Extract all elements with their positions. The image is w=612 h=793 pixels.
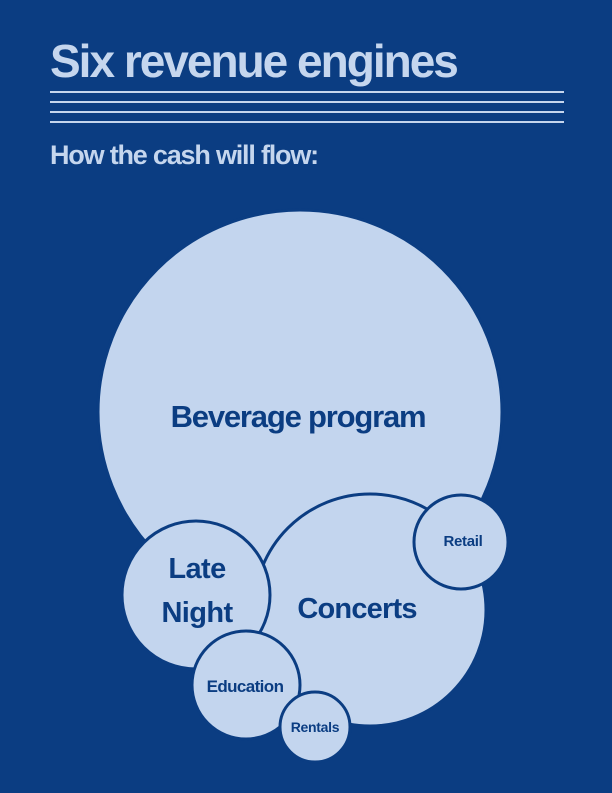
title-rule	[50, 91, 564, 93]
label-education: Education	[207, 677, 284, 696]
bubble-education	[190, 629, 302, 741]
page-title: Six revenue engines	[50, 35, 459, 87]
title-rule	[50, 121, 564, 123]
label-retail: Retail	[443, 533, 482, 550]
page-subtitle: How the cash will flow:	[50, 140, 319, 170]
title-rule	[50, 101, 564, 103]
label-beverage-program: Beverage program	[171, 399, 426, 434]
bubble-retail	[412, 493, 510, 591]
bubble-rentals	[278, 690, 352, 764]
label-night: Night	[161, 597, 233, 629]
label-concerts: Concerts	[297, 593, 416, 625]
title-rule	[50, 111, 564, 113]
label-late: Late	[168, 553, 226, 585]
label-rentals: Rentals	[291, 719, 340, 735]
